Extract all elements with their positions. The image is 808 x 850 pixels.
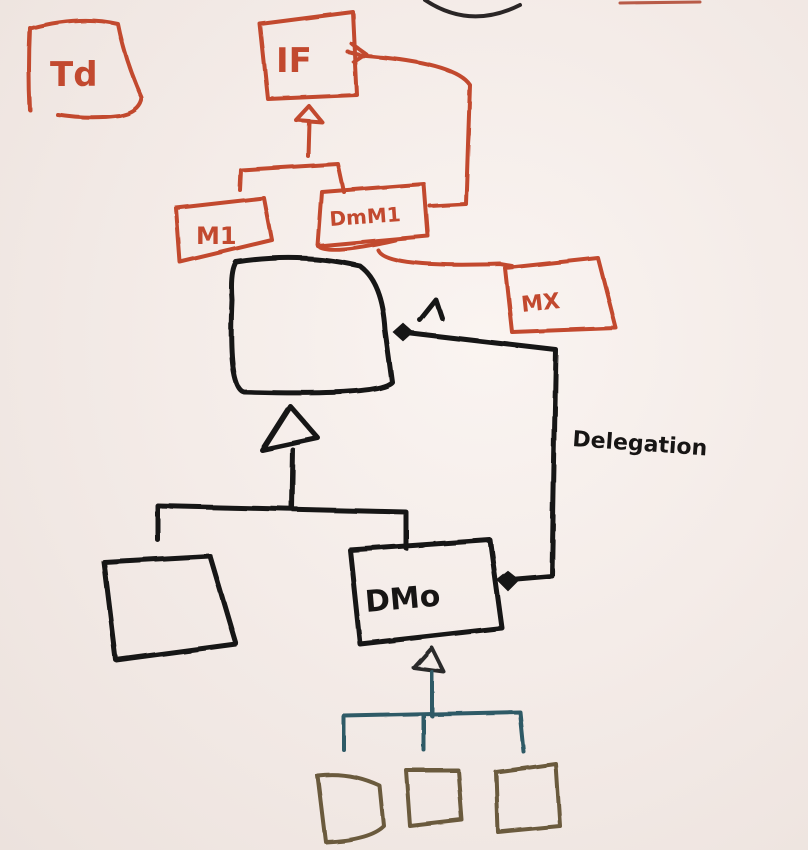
top-right-stroke bbox=[618, 0, 702, 5]
delegation-connector bbox=[399, 329, 559, 583]
partial-circle-shape bbox=[423, 0, 522, 19]
base-inheritance-line bbox=[289, 447, 296, 511]
dm1-to-mx-connector bbox=[376, 248, 514, 268]
dmo-inheritance-branch bbox=[342, 710, 526, 754]
dmo-label: DMo bbox=[364, 579, 442, 620]
m1-box bbox=[174, 196, 274, 264]
td-box bbox=[27, 18, 144, 120]
dm1-label: DmM1 bbox=[329, 202, 402, 231]
dmo-box bbox=[347, 537, 505, 647]
dmo-inheritance-triangle bbox=[412, 646, 446, 674]
if-arrowhead bbox=[350, 42, 368, 64]
mx-box bbox=[503, 256, 618, 334]
delegation-diamond-bottom bbox=[496, 570, 520, 592]
delegation-label: Delegation bbox=[572, 427, 708, 461]
if-label: IF bbox=[276, 41, 312, 81]
left-subclass-box bbox=[101, 553, 239, 663]
leaf-box-1 bbox=[316, 773, 386, 844]
td-label: Td bbox=[50, 55, 98, 95]
leaf-box-2 bbox=[404, 768, 464, 828]
dm1-underline bbox=[316, 238, 397, 252]
base-inheritance-triangle bbox=[259, 403, 321, 453]
leaf-box-3 bbox=[494, 762, 562, 834]
delegation-diamond-top bbox=[392, 322, 414, 342]
if-inheritance-line bbox=[306, 120, 311, 158]
base-class-box bbox=[228, 255, 395, 396]
mx-label: MX bbox=[520, 289, 561, 318]
delegation-arrowhead bbox=[417, 297, 445, 323]
if-inheritance-triangle bbox=[294, 104, 324, 124]
if-box bbox=[258, 10, 359, 101]
m1-label: M1 bbox=[196, 222, 237, 250]
dm1-to-if-connector bbox=[346, 50, 472, 208]
if-inheritance-branch bbox=[238, 162, 346, 194]
dm1-box bbox=[316, 182, 430, 248]
base-inheritance-branch bbox=[155, 503, 409, 551]
